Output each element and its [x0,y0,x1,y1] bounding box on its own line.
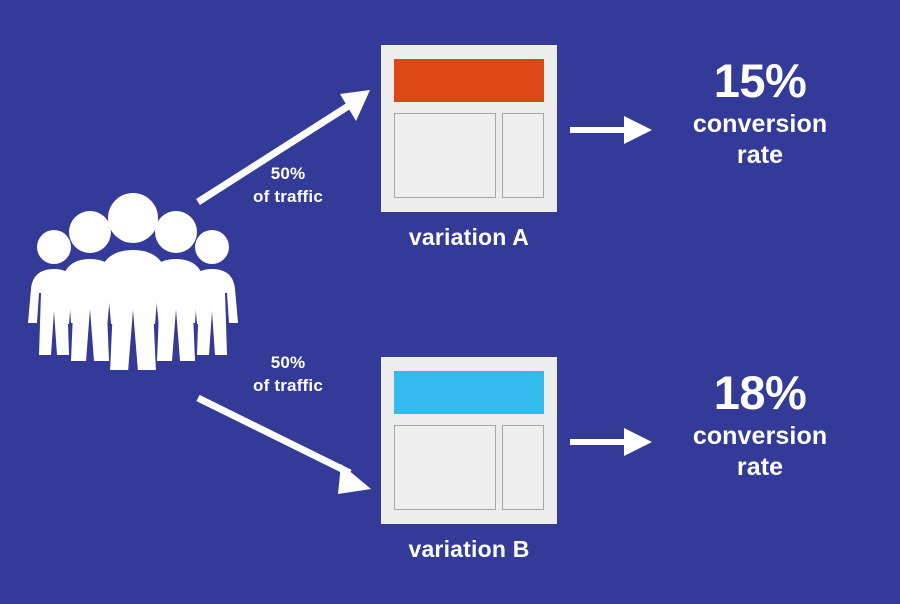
conversion-caption-a-line2: rate [736,141,784,170]
variation-a-side-panel [502,113,544,198]
variation-a-main-panel [394,113,496,198]
variation-b-banner [394,371,544,414]
arrow-down-right-icon [190,390,380,500]
variation-b-side-panel [502,425,544,510]
arrow-up-right-icon [190,80,380,210]
conversion-result-b: 18% conversion rate [645,369,875,483]
conversion-caption-b-line2: rate [736,453,784,482]
traffic-split-label-a: 50% of traffic [218,163,358,209]
traffic-split-arrow-b [190,390,380,500]
traffic-split-label-b: 50% of traffic [218,352,358,398]
arrow-right-icon [568,113,654,147]
variation-b-page-mockup [381,357,557,524]
arrow-right-icon [568,425,654,459]
traffic-percent-a: 50% [270,164,306,183]
conversion-caption-a-line1: conversion [692,109,828,138]
variation-a-layout [394,113,544,198]
conversion-caption-a: conversion rate [645,109,875,172]
conversion-result-a: 15% conversion rate [645,57,875,171]
variation-a-page-mockup [381,45,557,212]
variation-b-main-panel [394,425,496,510]
people-group-icon [28,190,238,370]
variation-a-banner [394,59,544,102]
result-arrow-b [568,425,654,459]
traffic-percent-b: 50% [270,353,306,372]
variation-a: variation A [381,45,557,251]
variation-b: variation B [381,357,557,563]
result-arrow-a [568,113,654,147]
traffic-caption-b: of traffic [253,375,323,395]
conversion-caption-b: conversion rate [645,421,875,484]
traffic-caption-a: of traffic [253,186,323,206]
conversion-caption-b-line1: conversion [692,421,828,450]
variation-b-label: variation B [408,536,530,562]
conversion-value-b: 18% [713,366,807,419]
audience-group [28,190,238,370]
variation-a-label: variation A [408,224,530,250]
traffic-split-arrow-a [190,80,380,210]
conversion-value-a: 15% [713,54,807,107]
variation-b-layout [394,425,544,510]
